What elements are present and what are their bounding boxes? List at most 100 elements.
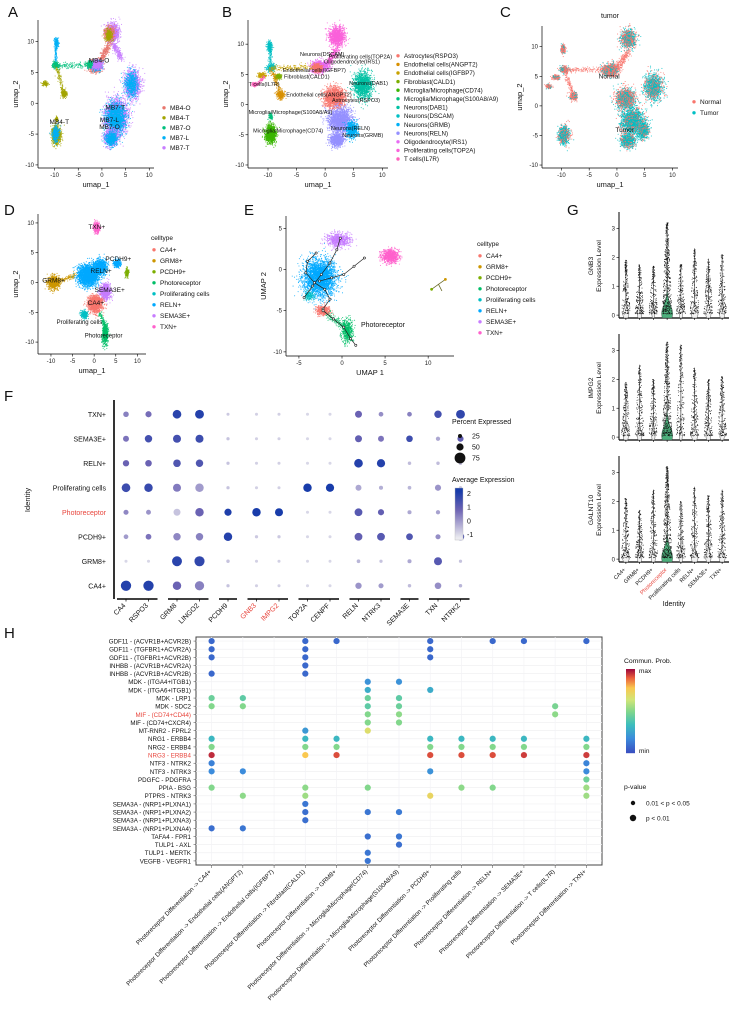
dotplot-dot: [144, 435, 153, 443]
dotplot-dot: [407, 461, 412, 465]
violin-shape: [678, 501, 683, 563]
communication-dot: [552, 711, 559, 718]
dotplot-dot: [226, 584, 230, 588]
communication-dot: [583, 637, 590, 645]
communication-dot: [395, 711, 403, 718]
communication-dot: [364, 849, 371, 856]
communication-dot: [489, 735, 496, 742]
communication-dot: [395, 694, 403, 702]
dotplot-dot: [123, 534, 129, 540]
panel-g-letter: G: [567, 202, 579, 219]
communication-dot: [395, 678, 403, 685]
h-col-label: Photoreceptor Differentiation -> Microgl…: [246, 868, 369, 991]
communication-dot: [427, 768, 434, 775]
svg-text:umap_1: umap_1: [82, 180, 109, 189]
dotplot-dot: [274, 508, 284, 517]
dotplot-dot: [305, 510, 310, 514]
communication-dot: [520, 751, 528, 759]
dotplot-dot: [195, 459, 204, 467]
dotplot-dot: [406, 533, 413, 541]
communication-dot: [583, 792, 590, 799]
communication-dot: [520, 637, 528, 645]
violin-shape: [661, 466, 673, 563]
communication-dot: [583, 776, 590, 783]
dotplot-dot: [433, 557, 443, 566]
dotplot-dot: [194, 556, 205, 567]
dotplot-dot: [355, 410, 362, 418]
dotplot-dot: [407, 559, 412, 564]
dotplot-dot: [124, 559, 128, 563]
communication-dot: [364, 784, 371, 791]
dotplot-dot: [456, 409, 465, 419]
dotplot-dot: [277, 486, 281, 490]
h-row-label: SEMA3A - (NRP1+PLXNA1): [113, 801, 191, 808]
violin-shape: [705, 379, 712, 441]
dotplot-dot: [434, 484, 442, 491]
dotplot-dot: [355, 484, 362, 491]
communication-dot: [364, 833, 371, 840]
dotplot-dot: [122, 460, 130, 467]
dotplot-dot: [195, 533, 204, 541]
dotplot-dot: [328, 437, 332, 441]
communication-dot: [489, 784, 496, 791]
dotplot-dot: [407, 411, 412, 417]
h-row-label: TULP1 - AXL: [155, 842, 192, 849]
communication-dot: [427, 792, 434, 799]
communication-dot: [208, 760, 215, 767]
dotplot-dot: [328, 584, 332, 588]
dotplot-dot: [195, 409, 204, 419]
communication-dot: [333, 735, 340, 742]
violin-shape: [705, 258, 712, 319]
communication-dot: [583, 760, 590, 767]
communication-dot: [302, 727, 309, 734]
communication-dot: [395, 841, 403, 848]
dotplot-dot: [254, 584, 259, 588]
dotplot-dot: [305, 584, 310, 588]
dotplot-dot: [378, 583, 384, 589]
dotplot-dot: [195, 483, 204, 492]
dotplot-dot: [377, 509, 385, 516]
dotplot-dot: [305, 412, 310, 416]
h-row-label: NRG3 - ERBB4: [148, 752, 192, 759]
panel-d-letter: D: [4, 202, 15, 219]
communication-dot: [302, 662, 309, 669]
h-row-label: MDK - (ITGA4+ITGB1): [128, 679, 191, 686]
communication-dot: [302, 735, 309, 742]
communication-dot: [239, 694, 246, 702]
dotplot-dot: [226, 412, 230, 416]
communication-dot: [302, 637, 309, 645]
panel-b-letter: B: [222, 4, 232, 21]
h-row-label: PPIA - BSG: [159, 785, 192, 792]
communication-dot: [239, 792, 246, 799]
communication-dot: [302, 817, 309, 824]
dotplot-dot: [277, 437, 281, 441]
panel-e-letter: E: [244, 202, 254, 219]
communication-dot: [427, 686, 434, 694]
dotplot-dot: [378, 485, 384, 490]
dotplot-dot: [435, 534, 441, 540]
svg-text:-5: -5: [29, 132, 35, 138]
svg-text:5: 5: [124, 173, 128, 179]
dotplot-dot: [145, 459, 152, 467]
dotplot-dot: [435, 436, 441, 441]
dotplot-dot: [254, 412, 259, 416]
communication-dot: [583, 768, 590, 775]
communication-dot: [427, 637, 434, 645]
communication-dot: [239, 703, 246, 710]
communication-dot: [364, 808, 371, 816]
dotplot-dot: [407, 485, 412, 490]
h-row-label: TULP1 - MERTK: [145, 850, 192, 857]
communication-dot: [364, 686, 371, 694]
dotplot-dot: [328, 510, 332, 514]
communication-dot: [395, 719, 403, 726]
communication-dot: [427, 743, 434, 751]
dotplot-dot: [143, 580, 154, 591]
dotplot-dot: [305, 437, 310, 441]
dotplot-dot: [226, 559, 230, 563]
